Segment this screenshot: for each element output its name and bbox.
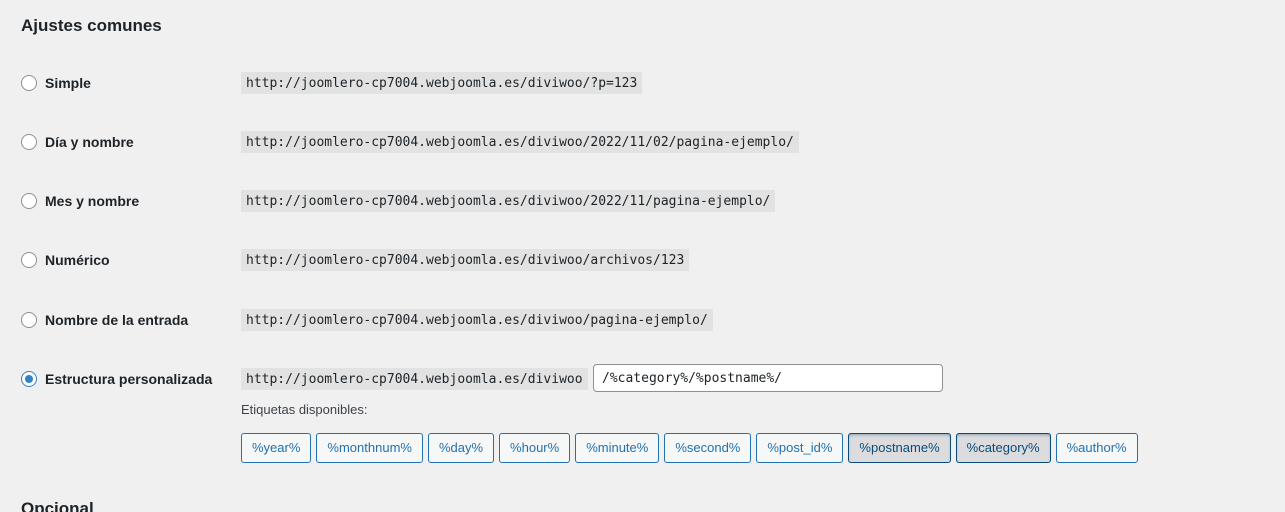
radio-post-name[interactable] [21, 312, 37, 328]
tag-monthnum-button[interactable]: %monthnum% [316, 433, 423, 463]
tag-hour-button[interactable]: %hour% [499, 433, 571, 463]
option-post-name[interactable]: Nombre de la entrada http://joomlero-cp7… [21, 305, 1261, 335]
radio-simple[interactable] [21, 75, 37, 91]
radio-custom-structure[interactable] [21, 371, 37, 387]
tag-day-button[interactable]: %day% [427, 433, 495, 463]
example-url-numeric: http://joomlero-cp7004.webjoomla.es/divi… [241, 249, 690, 271]
available-tags-caption: Etiquetas disponibles: [241, 402, 368, 417]
option-label-day-name[interactable]: Día y nombre [45, 134, 134, 150]
optional-section-title: Opcional [21, 499, 94, 512]
section-title: Ajustes comunes [21, 16, 162, 35]
radio-numeric[interactable] [21, 252, 37, 268]
tag-author-button[interactable]: %author% [1055, 433, 1138, 463]
option-label-post-name[interactable]: Nombre de la entrada [45, 312, 189, 328]
tag-post-id-button[interactable]: %post_id% [756, 433, 844, 463]
option-label-month-name[interactable]: Mes y nombre [45, 193, 140, 209]
option-label-simple[interactable]: Simple [45, 75, 91, 91]
radio-month-name[interactable] [21, 193, 37, 209]
option-label-custom-structure[interactable]: Estructura personalizada [45, 371, 213, 387]
example-url-day-name: http://joomlero-cp7004.webjoomla.es/divi… [241, 131, 799, 153]
available-tags: %year% %monthnum% %day% %hour% %minute% … [241, 433, 1138, 463]
option-label-numeric[interactable]: Numérico [45, 252, 110, 268]
tag-postname-button[interactable]: %postname% [848, 433, 951, 463]
tag-year-button[interactable]: %year% [241, 433, 312, 463]
example-url-custom-base: http://joomlero-cp7004.webjoomla.es/divi… [241, 368, 588, 390]
option-day-name[interactable]: Día y nombre http://joomlero-cp7004.webj… [21, 127, 1261, 157]
custom-structure-input[interactable] [593, 364, 943, 392]
option-month-name[interactable]: Mes y nombre http://joomlero-cp7004.webj… [21, 186, 1261, 216]
option-numeric[interactable]: Numérico http://joomlero-cp7004.webjooml… [21, 245, 1261, 275]
tag-category-button[interactable]: %category% [955, 433, 1051, 463]
example-url-month-name: http://joomlero-cp7004.webjoomla.es/divi… [241, 190, 776, 212]
example-url-simple: http://joomlero-cp7004.webjoomla.es/divi… [241, 72, 643, 94]
radio-day-name[interactable] [21, 134, 37, 150]
option-simple[interactable]: Simple http://joomlero-cp7004.webjoomla.… [21, 68, 1261, 98]
tag-minute-button[interactable]: %minute% [575, 433, 660, 463]
option-custom-structure[interactable]: Estructura personalizada http://joomlero… [21, 364, 1261, 394]
tag-second-button[interactable]: %second% [664, 433, 752, 463]
example-url-post-name: http://joomlero-cp7004.webjoomla.es/divi… [241, 309, 713, 331]
